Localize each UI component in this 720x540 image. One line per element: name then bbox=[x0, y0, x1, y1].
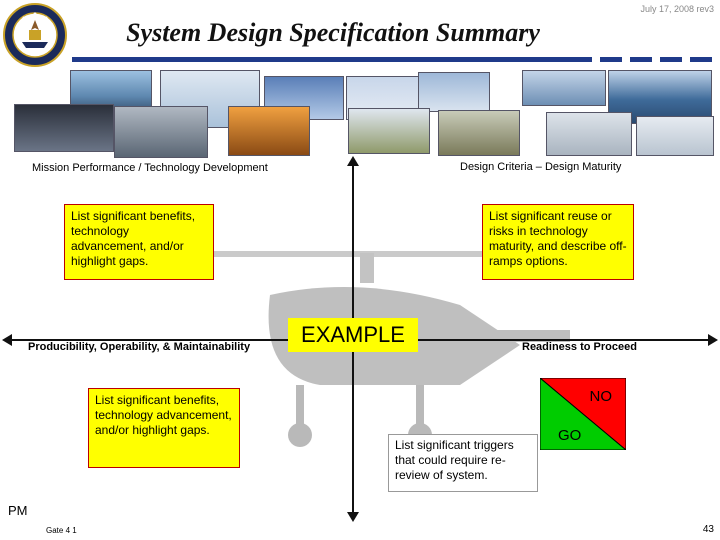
no-go-triangles-icon bbox=[538, 376, 628, 452]
bottom-left-note: List significant benefits, technology ad… bbox=[88, 388, 240, 468]
date-stamp: July 17, 2008 rev3 bbox=[640, 4, 714, 14]
photo-tank bbox=[438, 110, 520, 156]
top-right-note: List significant reuse or risks in techn… bbox=[482, 204, 634, 280]
gate-label: Gate 4 1 bbox=[46, 526, 77, 535]
page-number: 43 bbox=[702, 524, 714, 535]
photo-control-room bbox=[14, 104, 114, 152]
page-title: System Design Specification Summary bbox=[126, 18, 540, 47]
photo-drone bbox=[546, 112, 632, 156]
no-go-indicator: NO GO bbox=[538, 376, 628, 452]
photo-stealth-ship bbox=[114, 106, 208, 158]
right-axis-label: Readiness to Proceed bbox=[522, 341, 637, 353]
pm-label: PM bbox=[8, 503, 28, 518]
photo-ship bbox=[522, 70, 606, 106]
title-rule bbox=[72, 57, 712, 62]
arrow-right-icon bbox=[708, 334, 718, 346]
top-left-quadrant-label: Mission Performance / Technology Develop… bbox=[32, 162, 268, 174]
example-label: EXAMPLE bbox=[288, 318, 418, 352]
bottom-right-note: List significant triggers that could req… bbox=[388, 434, 538, 492]
top-right-quadrant-label: Design Criteria – Design Maturity bbox=[460, 161, 622, 173]
top-left-note: List significant benefits, technology ad… bbox=[64, 204, 214, 280]
arrow-down-icon bbox=[347, 512, 359, 522]
photo-collage bbox=[10, 64, 720, 160]
arrow-left-icon bbox=[2, 334, 12, 346]
arrow-up-icon bbox=[347, 156, 359, 166]
go-label: GO bbox=[558, 427, 582, 444]
left-axis-label: Producibility, Operability, & Maintainab… bbox=[28, 341, 251, 353]
photo-artillery bbox=[348, 108, 430, 154]
photo-aircraft bbox=[636, 116, 714, 156]
photo-helicopter bbox=[228, 106, 310, 156]
navy-seal-icon bbox=[3, 3, 67, 67]
photo-uav bbox=[418, 72, 490, 112]
no-label: NO bbox=[589, 388, 613, 405]
